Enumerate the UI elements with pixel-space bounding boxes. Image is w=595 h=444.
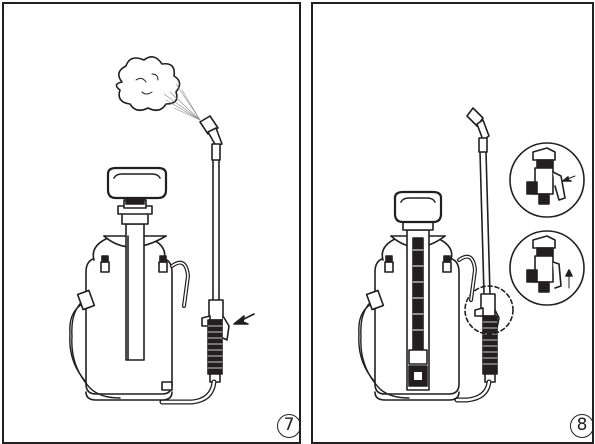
panel-step-8: 8 [311,2,594,444]
sprayer-lock-illustration [313,4,594,444]
sprayer-tank [86,168,172,400]
trigger-handle [202,300,229,382]
step-number-badge: 7 [277,414,301,438]
sprayer-spraying-illustration [4,4,301,444]
sprayer-tank-cutaway [375,192,459,400]
hose [457,382,489,400]
spray-wand [200,116,222,300]
detail-trigger-lock-engaged [510,231,584,305]
step-number-badge: 8 [570,414,594,438]
trigger-handle [475,294,499,382]
spray-cloud-icon [116,57,200,120]
panel-step-7: 7 [2,2,301,444]
spray-wand [467,108,490,294]
detail-trigger-lock-pressed [510,143,584,217]
press-arrow-icon [234,314,254,324]
